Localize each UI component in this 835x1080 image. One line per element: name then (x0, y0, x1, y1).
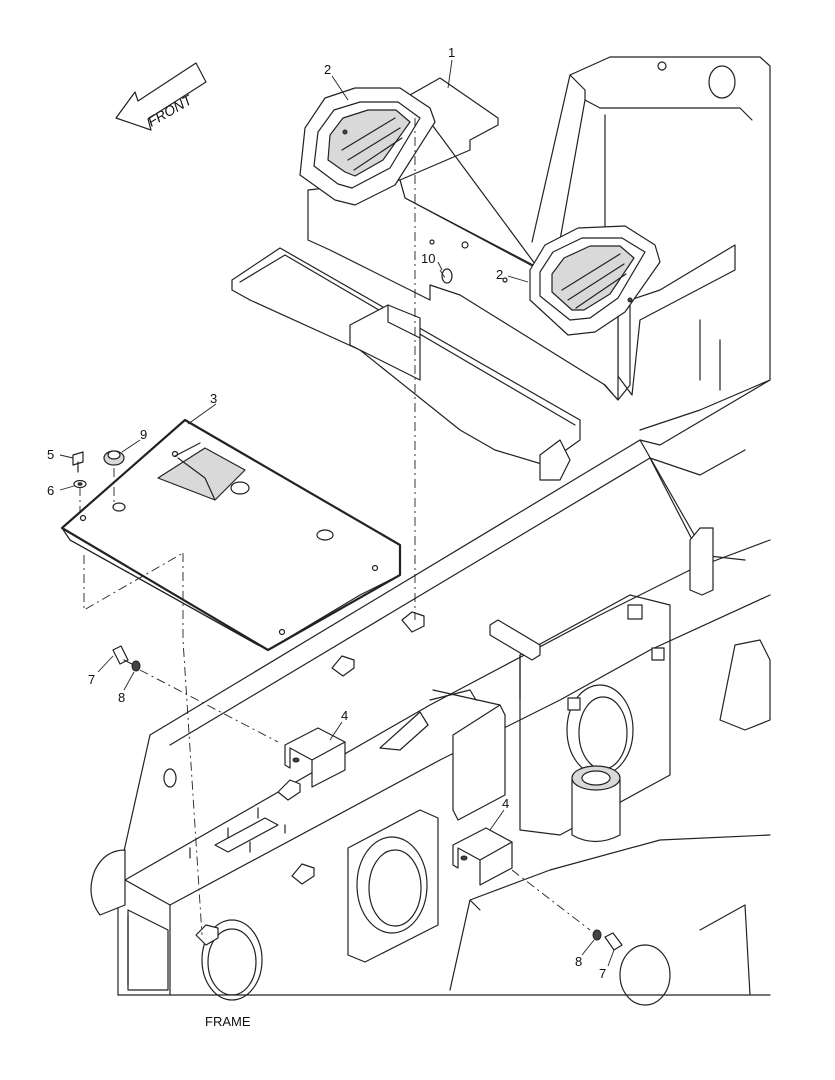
callout-bolt-lower: 7 (599, 966, 606, 981)
callout-mount-bracket-lower: 4 (502, 796, 509, 811)
callout-bolt-upper: 7 (88, 672, 95, 687)
diagram-caption: FRAME (205, 1014, 251, 1029)
callout-labels: 1 2 2 3 4 4 5 6 9 10 7 8 8 7 (47, 45, 606, 981)
footrest-pad-left (299, 87, 436, 206)
callout-leaders (59, 59, 615, 967)
callout-seat-bracket: 1 (448, 45, 455, 60)
bolt-washer-upper (112, 645, 141, 672)
callout-washer-upper: 8 (118, 690, 125, 705)
guide-rail (231, 247, 581, 481)
callout-plug: 10 (421, 251, 435, 266)
assembly-lines (79, 118, 591, 936)
mount-bracket-upper (284, 727, 346, 788)
callout-washer-plate: 6 (47, 483, 54, 498)
callout-mount-bracket-upper: 4 (341, 708, 348, 723)
grommet (103, 450, 125, 466)
callout-footrest-pad-right: 2 (496, 267, 503, 282)
seat-bracket (307, 77, 736, 401)
callout-cover-plate: 3 (210, 391, 217, 406)
mount-bracket-lower (452, 827, 513, 886)
bolt-washer-lower (592, 929, 623, 951)
footrest-pad-right (529, 225, 661, 336)
callout-footrest-pad-left: 2 (324, 62, 331, 77)
callout-grommet: 9 (140, 427, 147, 442)
callout-bolt-plate: 5 (47, 447, 54, 462)
bolt-and-washer-plate (72, 451, 87, 489)
plug (441, 268, 453, 284)
callout-washer-lower: 8 (575, 954, 582, 969)
front-direction-arrow: FRONT (115, 62, 207, 131)
cover-plate (60, 418, 402, 652)
